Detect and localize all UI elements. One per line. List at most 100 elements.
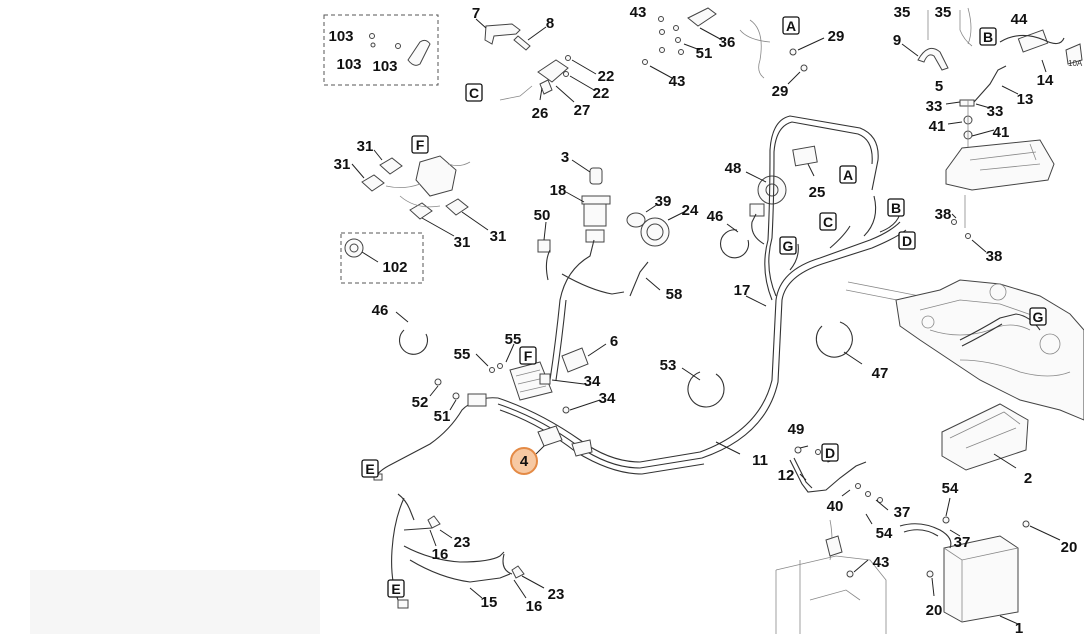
inset-box-103	[323, 14, 439, 86]
part-2-battery-box	[941, 403, 1029, 471]
highlight-callout-4[interactable]: 4	[520, 453, 529, 470]
part-9-handle	[901, 7, 973, 71]
boxed-letter-text: C	[469, 85, 479, 101]
callout-16: 16	[526, 598, 543, 615]
boxed-letter-D: D	[898, 231, 916, 250]
boxed-letter-text: E	[391, 581, 400, 597]
part-48-buzzer	[745, 171, 787, 217]
callout-36: 36	[719, 34, 736, 51]
callout-26: 26	[532, 105, 549, 122]
part-43-mount	[775, 519, 887, 634]
boxed-letter-text: G	[1033, 309, 1044, 325]
callout-20: 20	[926, 602, 943, 619]
boxed-letter-F: F	[519, 346, 537, 365]
boxed-letter-A: A	[839, 165, 857, 184]
callout-2: 2	[1024, 470, 1032, 487]
boxed-letter-text: D	[902, 233, 912, 249]
faded-region	[30, 570, 320, 634]
callout-102: 102	[382, 259, 407, 276]
callout-14: 14	[1037, 72, 1054, 89]
part-6-connector	[561, 343, 607, 373]
part-102-horn	[344, 238, 379, 263]
callout-20: 20	[1061, 539, 1078, 556]
callout-51: 51	[696, 45, 713, 62]
callout-54: 54	[876, 525, 893, 542]
part-24-gauge	[626, 203, 685, 247]
boxed-letter-text: B	[891, 200, 901, 216]
boxed-letter-text: G	[783, 238, 794, 254]
callout-29: 29	[772, 83, 789, 100]
highlight-circle[interactable]	[510, 447, 538, 475]
boxed-letter-G: G	[779, 236, 797, 255]
boxed-letter-text: C	[823, 214, 833, 230]
callout-23: 23	[454, 534, 471, 551]
boxed-letter-C: C	[465, 83, 483, 102]
part-3-key	[571, 159, 603, 185]
callout-11: 11	[752, 452, 768, 469]
callout-7: 7	[472, 5, 480, 22]
callout-50: 50	[534, 207, 551, 224]
boxed-letter-E: E	[361, 459, 379, 478]
part-15-harness	[373, 473, 545, 609]
part-34-plugs	[539, 373, 601, 414]
callout-103: 103	[372, 58, 397, 75]
part-18-ignition-switch	[565, 191, 611, 243]
callout-46: 46	[372, 302, 389, 319]
callout-31: 31	[490, 228, 507, 245]
callout-22: 22	[593, 85, 610, 102]
part-13-cable	[973, 65, 1019, 103]
callout-31: 31	[357, 138, 374, 155]
callout-55: 55	[454, 346, 471, 363]
callout-52: 52	[412, 394, 429, 411]
part-engine-cover	[945, 139, 1055, 253]
callout-34: 34	[584, 373, 601, 390]
inset-box-102	[340, 232, 424, 284]
part-52-51-bolts	[429, 378, 487, 411]
callout-35: 35	[894, 4, 911, 21]
callout-24: 24	[682, 202, 699, 219]
callout-41: 41	[929, 118, 946, 135]
callout-27: 27	[574, 102, 591, 119]
callout-23: 23	[548, 586, 565, 603]
callout-103: 103	[336, 56, 361, 73]
callout-25: 25	[809, 184, 826, 201]
callout-22: 22	[598, 68, 615, 85]
callout-8: 8	[546, 15, 554, 32]
part-55-fuse-block	[475, 343, 553, 401]
callout-37: 37	[954, 534, 971, 551]
callout-17: 17	[734, 282, 751, 299]
callout-103: 103	[328, 28, 353, 45]
callout-53: 53	[660, 357, 677, 374]
boxed-letter-text: B	[983, 29, 993, 45]
callout-43: 43	[630, 4, 647, 21]
callout-40: 40	[827, 498, 844, 515]
callout-47: 47	[872, 365, 889, 382]
callout-13: 13	[1017, 91, 1034, 108]
fuse-label: 10A	[1068, 59, 1083, 68]
boxed-letter-text: A	[786, 18, 796, 34]
highlighted-callout[interactable]: 4	[510, 447, 538, 475]
part-103-switch	[369, 33, 431, 66]
callout-38: 38	[935, 206, 952, 223]
part-46-clip-left	[398, 329, 429, 355]
callout-29: 29	[828, 28, 845, 45]
callout-31: 31	[334, 156, 351, 173]
callout-6: 6	[610, 333, 618, 350]
boxed-letter-A: A	[782, 16, 800, 35]
part-33-41-fasteners	[945, 99, 995, 150]
callout-43: 43	[873, 554, 890, 571]
part-29-bolts	[787, 37, 825, 85]
part-7-8-bracket	[475, 18, 547, 51]
boxed-letter-text: E	[365, 461, 374, 477]
part-31-relays	[351, 149, 489, 237]
callout-12: 12	[778, 467, 795, 484]
boxed-letter-text: D	[825, 445, 835, 461]
boxed-letter-B: B	[887, 198, 905, 217]
boxed-letter-E: E	[387, 579, 405, 598]
callout-44: 44	[1011, 11, 1028, 28]
callout-41: 41	[993, 124, 1010, 141]
